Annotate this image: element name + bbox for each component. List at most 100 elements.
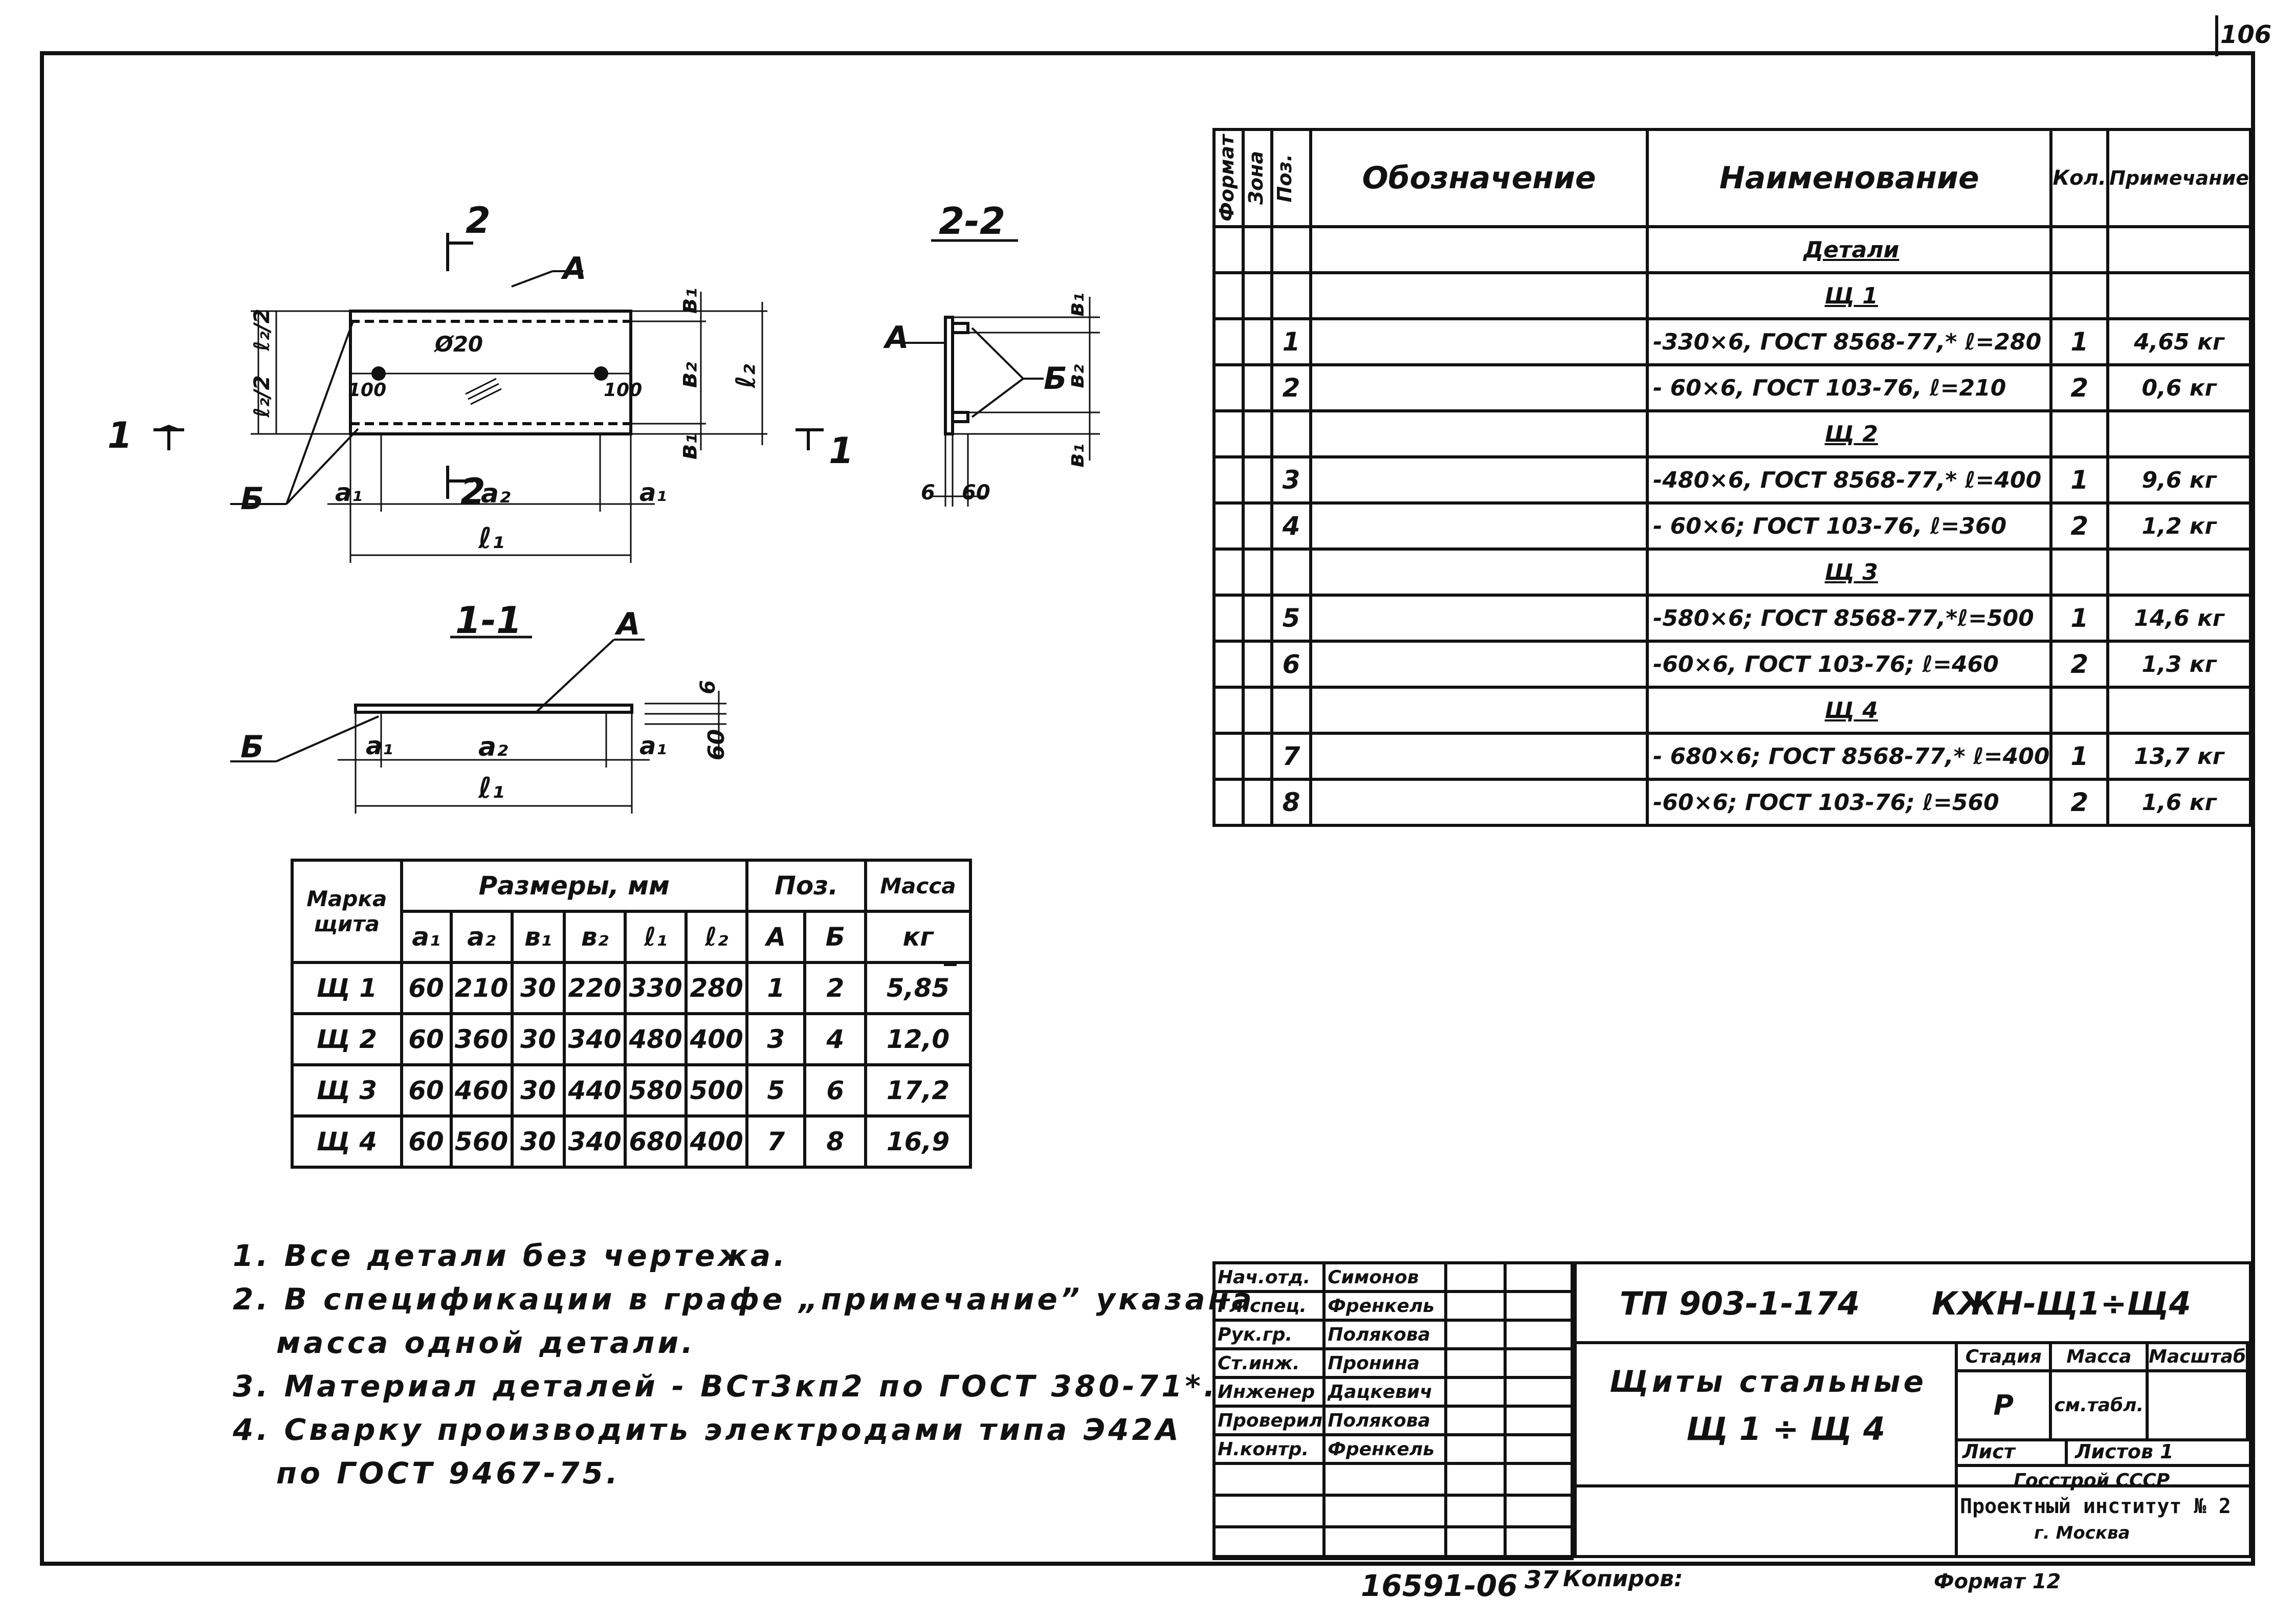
spec-cell-format xyxy=(1212,225,1245,274)
mass-sub-l1: ℓ₁ xyxy=(624,910,688,964)
tb-sep-h2 xyxy=(1577,1484,2249,1487)
signature-row xyxy=(1212,1494,1574,1528)
mass-cell: 210 xyxy=(449,961,514,1015)
label-b-plan: Б xyxy=(240,481,264,517)
mass-cell: 5 xyxy=(745,1063,807,1118)
spec-cell-zone xyxy=(1241,225,1274,274)
spec-cell-designation xyxy=(1309,594,1649,643)
mass-cell: 30 xyxy=(510,961,566,1015)
spec-h-name: Наименование xyxy=(1646,128,2053,228)
mass-sub-b: Б xyxy=(803,910,868,964)
mass-cell: 16,9 xyxy=(864,1114,972,1169)
spec-cell-note: 1,6 кг xyxy=(2106,778,2252,827)
spec-heading-row: Щ 3 xyxy=(1212,548,2252,597)
dim-60-s11: 60 xyxy=(703,729,730,761)
signature-sign xyxy=(1444,1290,1507,1322)
signature-sign xyxy=(1444,1319,1507,1350)
spec-cell-qty: 2 xyxy=(2049,640,2110,689)
spec-header-row: Формат Зона Поз. Обозначение Наименовани… xyxy=(1212,128,2252,228)
signature-role: Ст.инж. xyxy=(1212,1347,1326,1379)
dim-a1-s11-left: a₁ xyxy=(366,732,393,760)
spec-cell-note: 13,7 кг xyxy=(2106,732,2252,781)
mass-h-pos: Поз. xyxy=(745,859,868,913)
mass-cell: 480 xyxy=(624,1012,688,1066)
spec-heading-row: Щ 2 xyxy=(1212,409,2252,458)
org-line2: Проектный институт № 2 xyxy=(1960,1495,2231,1518)
spec-cell-format xyxy=(1212,548,1245,597)
scale-h: Масштаб xyxy=(2146,1341,2249,1372)
spec-cell-format xyxy=(1212,732,1245,781)
spec-cell-qty: 1 xyxy=(2049,732,2110,781)
mass-cell: 2 xyxy=(803,961,868,1015)
signature-role: Гл.спец. xyxy=(1212,1290,1326,1322)
note-4: 4. Сварку производить электродами типа Э… xyxy=(233,1412,1182,1447)
mass-h: Масса xyxy=(2049,1341,2149,1372)
mass-sub-b2: в₂ xyxy=(563,910,627,964)
spec-cell-zone xyxy=(1241,686,1274,735)
spec-cell-zone xyxy=(1241,732,1274,781)
mass-h-mass: Масса xyxy=(864,859,972,913)
signature-name: Френкель xyxy=(1322,1290,1447,1322)
signature-date xyxy=(1504,1261,1574,1293)
org-line3: г. Москва xyxy=(2034,1523,2130,1543)
spec-cell-name: - 60×6, ГОСТ 103-76, ℓ=210 xyxy=(1646,363,2053,412)
spec-cell-qty xyxy=(2049,225,2110,274)
dim-a2: a₂ xyxy=(481,478,511,509)
mass-cell: 1 xyxy=(745,961,807,1015)
specification-table: Формат Зона Поз. Обозначение Наименовани… xyxy=(1212,128,2252,827)
spec-heading-row: Щ 1 xyxy=(1212,271,2252,320)
note-4-cont: по ГОСТ 9467-75. xyxy=(276,1456,621,1491)
mass-cell: 6 xyxy=(803,1063,868,1118)
signature-name: Полякова xyxy=(1322,1405,1447,1436)
signature-name xyxy=(1322,1462,1447,1497)
signature-role: Инженер xyxy=(1212,1376,1326,1408)
spec-cell-note xyxy=(2106,548,2252,597)
note-3: 3. Материал деталей - ВСт3кп2 по ГОСТ 38… xyxy=(233,1369,1218,1404)
tb-sep-v xyxy=(1574,1264,1577,1555)
note-2-cont: масса одной детали. xyxy=(276,1325,696,1360)
hole-dia-label: Ø20 xyxy=(435,332,483,357)
copied-by-label: Копиров: xyxy=(1563,1566,1683,1592)
spec-cell-zone xyxy=(1241,271,1274,320)
signature-role xyxy=(1212,1494,1326,1528)
dim-60-s22: 60 xyxy=(962,481,990,505)
format-label: Формат 12 xyxy=(1934,1570,2061,1593)
section-mark-1-right: 1 xyxy=(829,430,854,472)
signature-sign xyxy=(1444,1347,1507,1379)
mass-cell: 340 xyxy=(563,1114,627,1169)
label-b-section22: Б xyxy=(1044,361,1067,397)
signature-row: Рук.гр.Полякова xyxy=(1212,1319,1574,1350)
spec-cell-pos xyxy=(1270,686,1313,735)
spec-cell-name: -60×6, ГОСТ 103-76; ℓ=460 xyxy=(1646,640,2053,689)
mass-table: Марка щита Размеры, мм Поз. Масса a₁ a₂ … xyxy=(291,859,972,1169)
spec-cell-designation xyxy=(1309,271,1649,320)
signature-sign xyxy=(1444,1525,1507,1560)
stage-h: Стадия xyxy=(1954,1341,2052,1372)
spec-cell-designation xyxy=(1309,225,1649,274)
spec-cell-zone xyxy=(1241,501,1274,551)
signature-date xyxy=(1504,1433,1574,1465)
spec-cell-qty: 2 xyxy=(2049,363,2110,412)
signature-name: Пронина xyxy=(1322,1347,1447,1379)
mass-h-mark: Марка щита xyxy=(291,859,403,964)
section-title-2-2: 2-2 xyxy=(939,200,1006,243)
signature-role xyxy=(1212,1525,1326,1560)
mass-cell: 3 xyxy=(745,1012,807,1066)
spec-cell-pos: 2 xyxy=(1270,363,1313,412)
signature-row: Ст.инж.Пронина xyxy=(1212,1347,1574,1379)
spec-cell-qty xyxy=(2049,271,2110,320)
spec-cell-format xyxy=(1212,778,1245,827)
dim-b1-bottom: в₁ xyxy=(674,433,703,460)
stage-table: Стадия Масса Масштаб Р см.табл. xyxy=(1954,1341,2249,1441)
spec-heading-row: Щ 4 xyxy=(1212,686,2252,735)
mass-cell: 560 xyxy=(449,1114,514,1169)
